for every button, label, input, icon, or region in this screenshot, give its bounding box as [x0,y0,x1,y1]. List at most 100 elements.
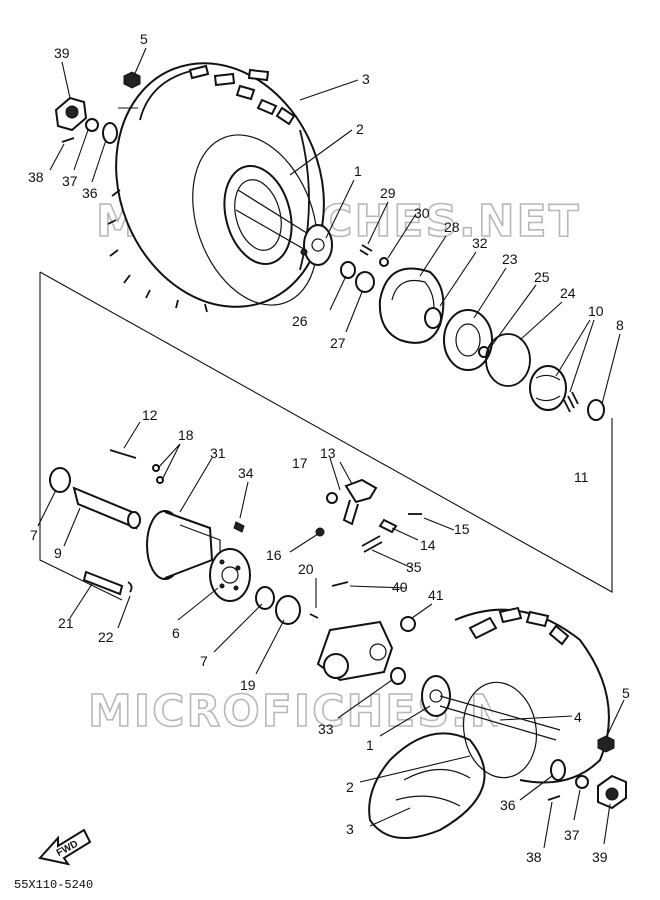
shoe-plate-23 [443,309,493,371]
callout-35: 35 [406,559,422,575]
washer-30 [379,257,389,267]
washer-36-bottom [550,759,566,781]
pin-18b [156,476,164,484]
callout-4: 4 [574,709,582,725]
bolt-12 [109,449,137,459]
callout-14: 14 [420,537,436,553]
bolt-29 [359,244,373,256]
drawing-code: 55X110-5240 [14,878,93,892]
washer-36-top [102,122,118,144]
callout-36-top: 36 [82,185,98,201]
bolt-34 [233,521,245,533]
callout-11: 11 [574,469,589,485]
wheel-cap-bottom [597,774,627,810]
callout-13: 13 [320,445,336,461]
callout-36-bottom: 36 [500,797,516,813]
callout-9: 9 [54,545,62,561]
callout-2-bottom: 2 [346,779,354,795]
leader-lines [37,47,625,849]
callout-33: 33 [318,721,334,737]
callout-41: 41 [428,587,444,603]
gear-case [316,620,394,682]
nut-5-bottom [597,735,615,753]
seal-33 [390,667,406,685]
callout-7-right: 7 [200,653,208,669]
seal-32 [424,307,442,329]
callout-37-top: 37 [62,173,78,189]
callout-8: 8 [616,317,624,333]
callout-29: 29 [380,185,396,201]
callout-23: 23 [502,251,518,267]
callout-21: 21 [58,615,74,631]
brake-shoes-10 [529,365,567,411]
callout-17: 17 [292,455,308,471]
callout-2-top: 2 [356,121,364,137]
callout-1-bottom: 1 [366,737,374,753]
callout-19: 19 [240,677,256,693]
hub-1-top [300,224,333,266]
nut-5-top [123,71,141,89]
callout-27: 27 [330,335,346,351]
bracket-left [39,272,123,601]
callout-34: 34 [238,465,254,481]
upper-tire [107,62,325,313]
seal-7-left [49,467,71,493]
bolt-20 [309,613,319,619]
callout-3-top: 3 [362,71,370,87]
plate-19 [275,595,301,625]
callout-32: 32 [472,235,488,251]
nut-37-bottom [575,775,589,789]
callout-26: 26 [292,313,308,329]
callout-20: 20 [298,561,314,577]
hub-1-bottom [421,675,451,717]
callout-39-top: 39 [54,45,70,61]
bolt-40 [331,581,349,587]
pin-38-bottom [547,795,561,801]
axle-21 [82,570,124,596]
axle-housing-31 [146,510,221,580]
wheel-cap-top [54,96,88,132]
callout-3-bottom: 3 [346,821,354,837]
callout-1-top: 1 [354,163,362,179]
callout-38-top: 38 [28,169,44,185]
callout-24: 24 [560,285,576,301]
axle-hub-6 [209,548,251,602]
pin-14 [378,518,398,534]
callout-10: 10 [588,303,604,319]
pin-18a [152,464,160,472]
callout-31: 31 [210,445,226,461]
callout-6: 6 [172,625,180,641]
callout-37-bottom: 37 [564,827,580,843]
callout-5-top: 5 [140,31,148,47]
pin-22 [127,581,133,593]
pin-38-top [61,137,75,143]
callout-15: 15 [454,521,470,537]
washer-17 [326,492,338,504]
seal-26 [340,261,356,279]
callout-22: 22 [98,629,114,645]
nut-37-top [85,118,99,132]
callout-7-left: 7 [30,527,38,543]
spring-35 [361,535,383,553]
seal-8 [587,399,605,421]
bracket-right [39,271,613,593]
fwd-arrow-icon: FWD [38,828,92,866]
seal-7-right [255,586,275,610]
brake-cam-13 [342,478,378,526]
nut-41 [400,616,416,632]
callout-25: 25 [534,269,550,285]
springs-11 [563,391,579,413]
bearing-27 [355,271,375,293]
callout-12: 12 [142,407,158,423]
callout-18: 18 [178,427,194,443]
callout-16: 16 [266,547,282,563]
callout-28: 28 [444,219,460,235]
o-ring-24 [485,333,531,387]
stud-4 [439,695,561,741]
collar-9 [72,486,141,530]
brake-drum-28 [378,267,445,344]
callout-38-bottom: 38 [526,849,542,865]
callout-30: 30 [414,205,430,221]
